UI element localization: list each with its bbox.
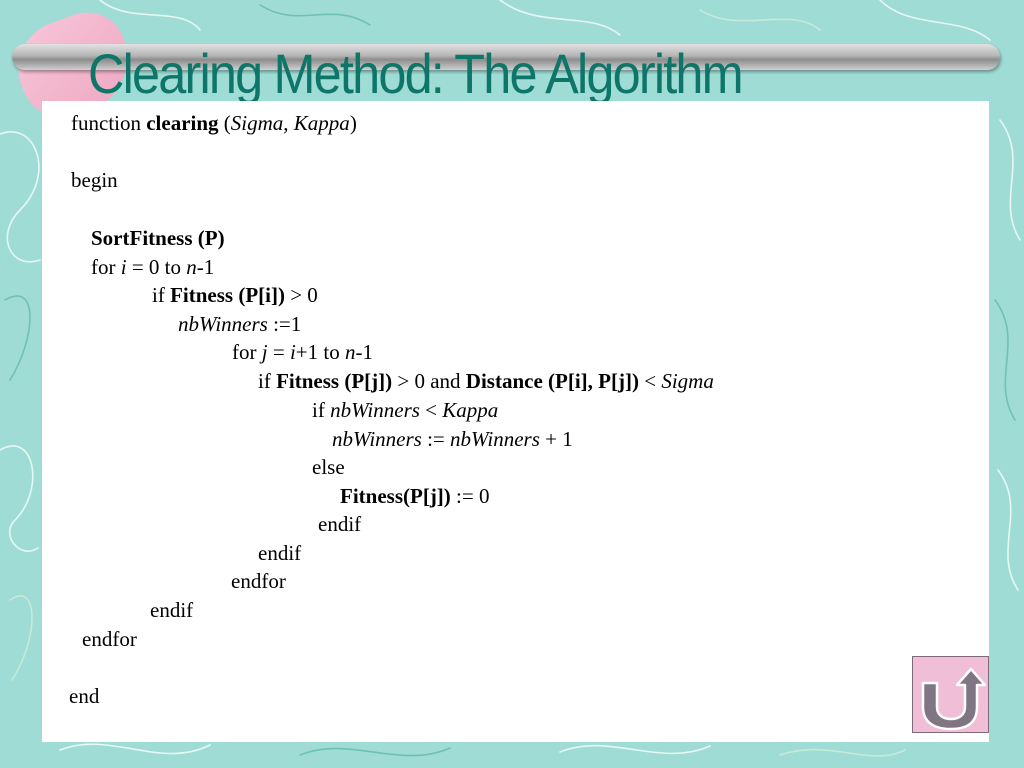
return-button[interactable] bbox=[912, 656, 989, 733]
algorithm-line-nbwinners-init: nbWinners :=1 bbox=[178, 312, 302, 336]
algorithm-line-if-kappa: if nbWinners < Kappa bbox=[312, 398, 499, 422]
algorithm-panel: function clearing (Sigma, Kappa) begin S… bbox=[42, 101, 989, 742]
algorithm-line-function: function clearing (Sigma, Kappa) bbox=[71, 111, 357, 135]
slide-title: Clearing Method: The Algorithm bbox=[88, 42, 744, 105]
algorithm-line-nbwinners-increment: nbWinners := nbWinners + 1 bbox=[332, 427, 573, 451]
algorithm-line-begin: begin bbox=[71, 168, 118, 192]
algorithm-line-end: end bbox=[69, 684, 100, 708]
algorithm-line-if-distance: if Fitness (P[j]) > 0 and Distance (P[i]… bbox=[258, 369, 714, 393]
algorithm-line-endif-inner: endif bbox=[318, 512, 362, 536]
title-bar bbox=[12, 44, 1000, 70]
algorithm-line-endif-distance: endif bbox=[258, 541, 302, 565]
algorithm-line-for-j: for j = i+1 to n-1 bbox=[232, 340, 373, 364]
algorithm-line-endfor-i: endfor bbox=[82, 627, 137, 651]
algorithm-line-if-fitness-i: if Fitness (P[i]) > 0 bbox=[152, 283, 318, 307]
algorithm-line-fitness-zero: Fitness(P[j]) := 0 bbox=[340, 484, 490, 508]
return-arrow-icon bbox=[921, 667, 987, 731]
algorithm-line-sortfitness: SortFitness (P) bbox=[91, 226, 225, 250]
algorithm-line-endfor-j: endfor bbox=[231, 569, 286, 593]
algorithm-line-endif-fitness: endif bbox=[150, 598, 194, 622]
algorithm-line-else: else bbox=[312, 455, 345, 479]
algorithm-line-for-i: for i = 0 to n-1 bbox=[91, 255, 215, 279]
